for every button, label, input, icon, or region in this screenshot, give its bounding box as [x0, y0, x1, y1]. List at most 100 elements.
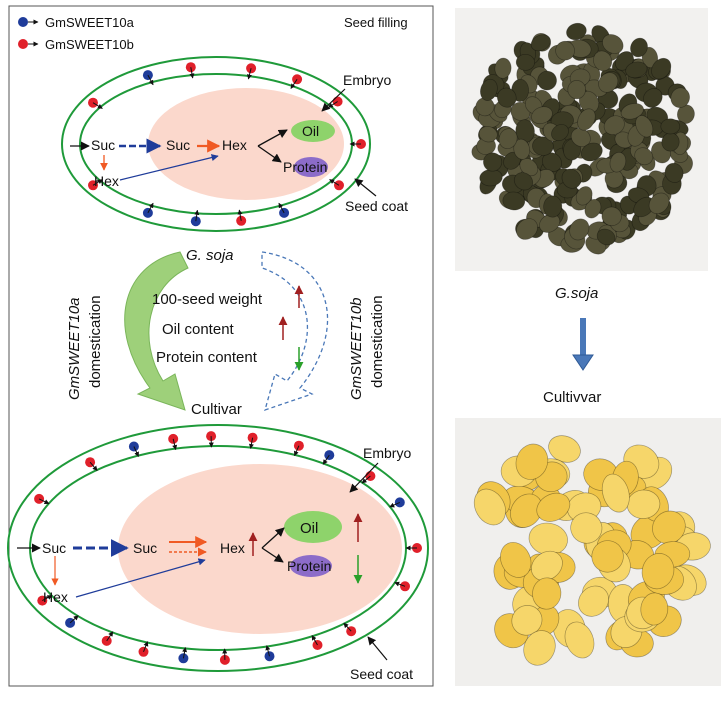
- legend-a-label: GmSWEET10a: [45, 15, 135, 30]
- seed: [532, 577, 562, 610]
- seed: [494, 57, 512, 79]
- seed: [598, 72, 619, 93]
- seed: [498, 128, 518, 150]
- legend-b-label: GmSWEET10b: [45, 37, 134, 52]
- seed: [502, 191, 526, 211]
- transport-direction-arrow: [248, 437, 254, 449]
- trait-oil: Oil content: [162, 321, 235, 338]
- seed: [625, 61, 648, 79]
- transport-direction-arrow: [329, 179, 340, 186]
- seed: [648, 192, 670, 214]
- seed: [510, 493, 543, 528]
- transport-direction-arrow: [92, 179, 103, 186]
- seed: [635, 115, 654, 138]
- transport-direction-arrow: [172, 438, 178, 451]
- seed: [483, 152, 503, 172]
- transport-direction-arrow: [89, 461, 98, 471]
- cultivar-suc-inner: Suc: [133, 540, 157, 556]
- seed: [478, 126, 498, 143]
- seed: [542, 152, 562, 172]
- cultivar-protein-blob: [290, 555, 332, 577]
- wild-embryo: [148, 88, 344, 200]
- seed: [603, 115, 625, 136]
- seed: [516, 218, 538, 240]
- cultivar-seed-pile: [473, 435, 711, 666]
- transport-direction-arrow: [394, 581, 406, 587]
- seed: [641, 553, 675, 590]
- cultivar-hex-inner: Hex: [220, 540, 245, 556]
- transport-direction-arrow: [143, 641, 149, 652]
- cultivar-embryo: [118, 464, 402, 634]
- cultivar-suc-outer: Suc: [42, 540, 66, 556]
- cultivar-hex-outer: Hex: [43, 589, 68, 605]
- right-domestication-word: domestication: [369, 295, 386, 388]
- transport-direction-arrow: [92, 102, 103, 109]
- wild-seedcoat-label: Seed coat: [345, 198, 408, 214]
- transport-direction-arrow: [343, 622, 352, 632]
- seed: [515, 443, 549, 480]
- photo-panel: G.soja Cultivvar: [455, 8, 721, 686]
- transport-direction-arrow: [265, 645, 271, 657]
- transport-direction-arrow: [133, 446, 139, 457]
- seed: [513, 138, 531, 160]
- seed: [532, 136, 554, 156]
- seed: [566, 22, 587, 41]
- seed: [500, 542, 532, 578]
- wild-seed: Oil Protein Suc Hex Suc Hex Embryo Seed …: [61, 56, 408, 232]
- cultivar-outer-membrane: [7, 424, 429, 672]
- left-gene-label: GmSWEET10a: [66, 297, 83, 400]
- seed: [530, 34, 551, 52]
- cultivar-protein-label: Protein: [287, 558, 331, 574]
- seed: [634, 147, 654, 166]
- wild-seed-pile: [471, 22, 695, 255]
- transport-direction-arrow: [290, 79, 298, 89]
- transport-direction-arrow: [237, 209, 243, 221]
- seed: [660, 118, 681, 135]
- wild-suc-inner: Suc: [166, 137, 190, 153]
- seed: [473, 488, 506, 526]
- wild-oil-blob: [291, 120, 335, 142]
- domestication-a-arrow: [124, 251, 189, 411]
- seed: [593, 50, 613, 72]
- cultivar-seed: Oil Protein Suc Hex Suc Hex Embryo Seed …: [7, 424, 429, 682]
- wild-species-label: G. soja: [186, 247, 234, 264]
- seed: [480, 78, 498, 101]
- cultivar-oil-label: Oil: [300, 520, 318, 537]
- transport-direction-arrow: [147, 202, 154, 214]
- wild-transporters: [88, 62, 366, 227]
- wild-oil-label: Oil: [302, 123, 319, 139]
- seed: [537, 70, 557, 91]
- seed: [570, 512, 603, 544]
- transport-direction-arrow: [311, 635, 318, 646]
- seed: [601, 206, 622, 226]
- trait-protein: Protein content: [156, 349, 258, 366]
- transport-direction-arrow: [389, 501, 401, 508]
- transport-direction-arrow: [278, 202, 285, 214]
- wild-embryo-label: Embryo: [343, 72, 391, 88]
- legend-b-dot: [18, 39, 28, 49]
- seed: [601, 473, 630, 513]
- seed: [640, 592, 669, 626]
- seed: [515, 53, 535, 71]
- right-gene-label: GmSWEET10b: [348, 297, 365, 400]
- seed: [651, 57, 672, 80]
- transport-direction-arrow: [38, 498, 50, 505]
- seed: [569, 218, 590, 241]
- left-domestication-word: domestication: [87, 295, 104, 388]
- seed: [643, 88, 663, 108]
- trait-seed-weight: 100-seed weight: [152, 291, 263, 308]
- seed: [578, 585, 609, 617]
- seed: [551, 124, 569, 142]
- seed: [513, 172, 534, 191]
- seed: [630, 37, 648, 58]
- seed: [577, 108, 596, 131]
- seed: [620, 103, 644, 120]
- seed: [523, 630, 556, 666]
- wild-protein-blob: [294, 157, 328, 177]
- domestication-b-arrow: [261, 251, 329, 412]
- wild-protein-label: Protein: [283, 159, 327, 175]
- cultivar-seedcoat-label: Seed coat: [350, 666, 413, 682]
- transport-direction-arrow: [194, 209, 200, 222]
- cultivar-photo-label: Cultivvar: [543, 389, 601, 406]
